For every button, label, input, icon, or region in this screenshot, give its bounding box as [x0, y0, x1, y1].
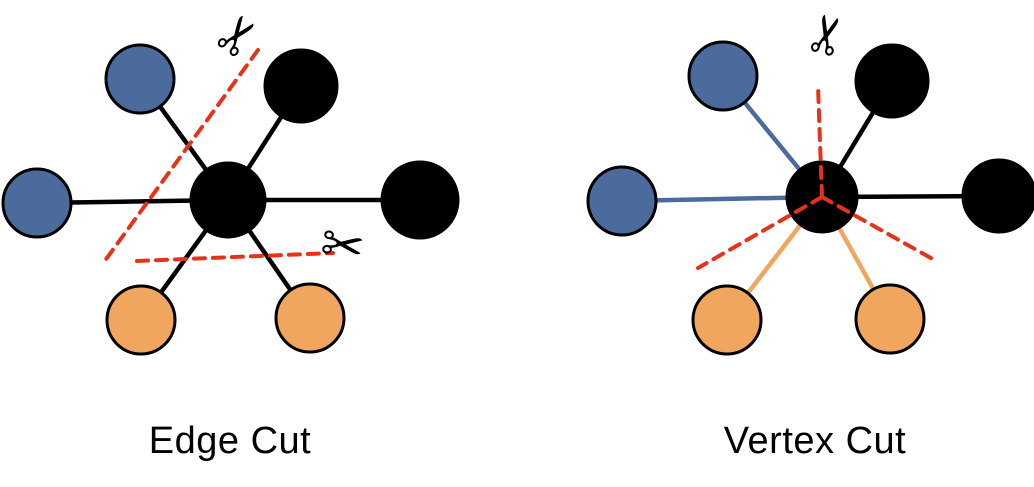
scissors-icon: ✂ — [317, 213, 369, 278]
cut-line — [135, 251, 335, 263]
graph-node-blue — [1, 167, 73, 239]
cut-line — [816, 84, 824, 199]
edge-cut-label: Edge Cut — [148, 420, 312, 462]
graph-node-center — [189, 161, 267, 239]
scissors-icon: ✂ — [201, 1, 275, 72]
vertex-cut-graph: ✂ — [586, 6, 1034, 356]
graph-node-black — [263, 48, 339, 124]
cut-line — [696, 195, 824, 270]
edge-cut-graph: ✂✂ — [1, 1, 460, 356]
vertex-cut-label: Vertex Cut — [723, 420, 907, 462]
graph-node-orange — [854, 283, 926, 355]
graph-node-blue — [687, 40, 759, 112]
cut-line — [102, 48, 260, 264]
cut-line — [820, 195, 940, 264]
graph-node-orange — [274, 282, 346, 354]
graph-node-black — [854, 43, 930, 119]
graph-node-orange — [691, 284, 763, 356]
scissors-icon: ✂ — [793, 6, 862, 64]
graph-node-black — [380, 160, 460, 240]
graph-node-blue — [104, 43, 176, 115]
graph-node-orange — [105, 284, 177, 356]
graph-node-black — [961, 158, 1034, 234]
graph-node-blue — [586, 165, 658, 237]
